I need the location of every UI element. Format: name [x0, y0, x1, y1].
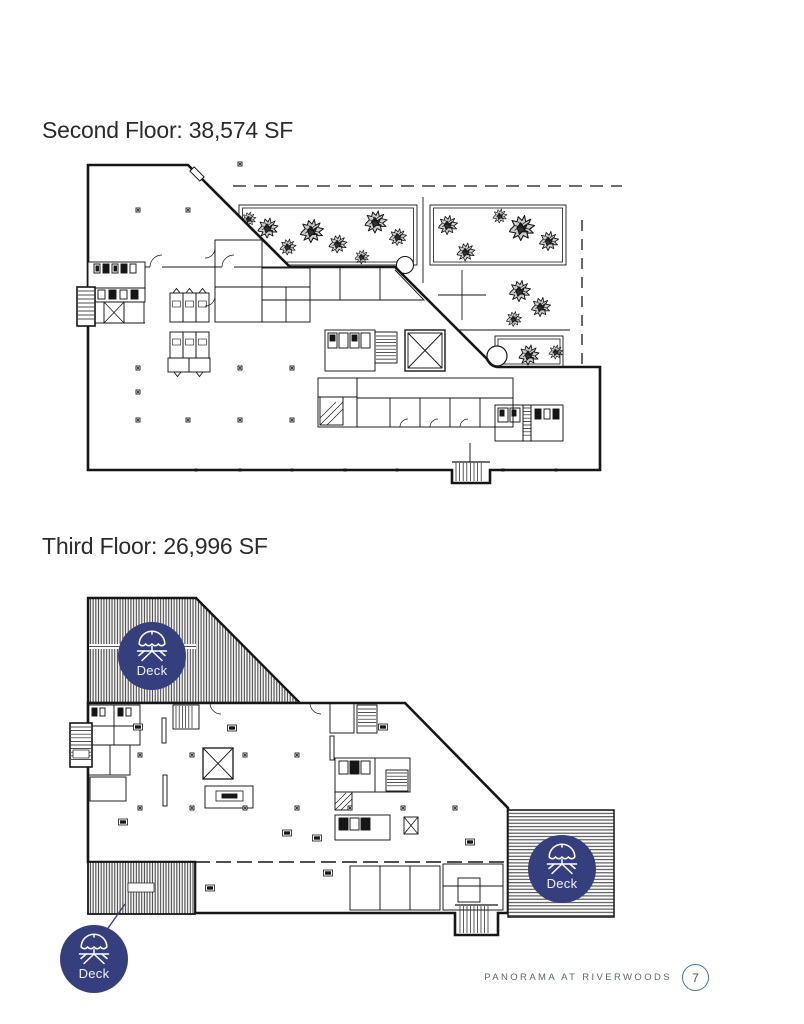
deck-badge-label: Deck [546, 876, 578, 891]
deck-badge-label: Deck [78, 966, 110, 981]
second-floor-outline [86, 163, 602, 485]
umbrella-table-icon [136, 630, 168, 662]
deck-badge: Deck [60, 925, 128, 993]
umbrella-table-icon [546, 843, 578, 875]
footer-brand: PANORAMA AT RIVERWOODS [484, 972, 672, 983]
third-floor-interior [69, 702, 508, 933]
second-floor-interior [76, 239, 564, 481]
second-floor-plan [76, 161, 622, 485]
deck-area-bottom-left [87, 861, 196, 915]
page-footer: PANORAMA AT RIVERWOODS 7 [484, 964, 709, 991]
roof-notch [189, 166, 205, 182]
deck-badge: Deck [118, 622, 186, 690]
umbrella-table-icon [78, 933, 110, 965]
second-floor-title: Second Floor: 38,574 SF [42, 117, 294, 143]
deck-badge-label: Deck [136, 663, 168, 678]
third-floor-title: Third Floor: 26,996 SF [42, 533, 268, 559]
page-number-badge: 7 [682, 964, 709, 991]
columns [135, 161, 558, 472]
deck-badge: Deck [528, 835, 596, 903]
